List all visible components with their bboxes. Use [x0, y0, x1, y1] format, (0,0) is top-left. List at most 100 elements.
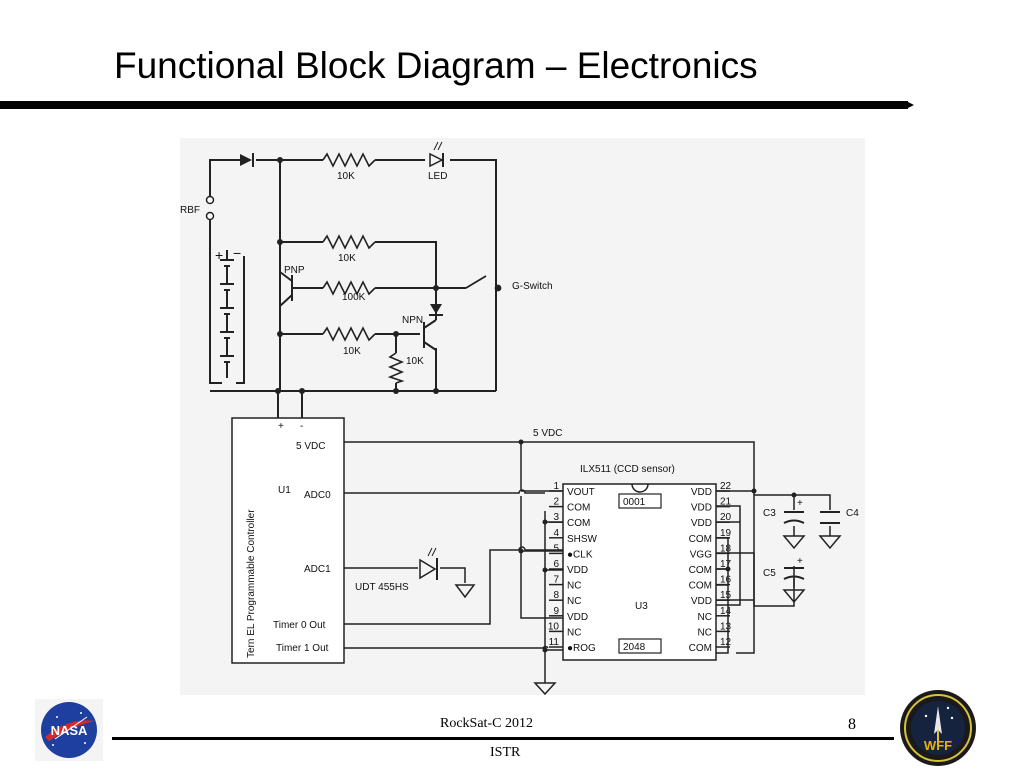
controller-pin-5vdc: 5 VDC	[296, 441, 325, 452]
ground-icon	[533, 682, 557, 695]
ccd-pin-number: 16	[720, 575, 732, 586]
wire	[754, 494, 831, 510]
capacitor-icon	[820, 511, 840, 524]
nasa-logo-text: NASA	[51, 723, 88, 738]
wire	[344, 489, 545, 494]
page-number: 8	[848, 716, 856, 733]
bus-5vdc-label: 5 VDC	[533, 428, 562, 439]
ccd-pin-name: VOUT	[567, 487, 595, 498]
ccd-ref: U3	[635, 601, 648, 612]
capacitor-label-c5: C5	[763, 568, 776, 579]
ccd-pin-number: 22	[720, 481, 732, 492]
resistor-icon	[322, 234, 376, 250]
controller-pin-timer1: Timer 1 Out	[276, 643, 329, 654]
led-label: LED	[428, 171, 447, 182]
resistor-icon	[387, 352, 405, 384]
footer-event: RockSat-C 2012	[440, 716, 533, 731]
battery-stack-icon	[220, 250, 234, 378]
ccd-pin-name: COM	[567, 518, 590, 529]
footer-divider	[112, 737, 894, 740]
ccd-pin-number: 14	[720, 606, 732, 617]
ccd-pin-name: SHSW	[567, 534, 598, 545]
title-underline-tip	[906, 101, 914, 109]
ccd-pin-name: NC	[698, 612, 712, 623]
controller-minus-label: -	[300, 421, 303, 432]
controller-pin-adc0: ADC0	[304, 490, 331, 501]
ccd-pin-number: 9	[553, 606, 559, 617]
rbf-contact-icon	[205, 211, 215, 221]
ccd-pin-name: NC	[567, 581, 581, 592]
resistor-label: 10K	[337, 171, 355, 182]
wire	[344, 441, 755, 654]
ccd-code-bottom: 2048	[623, 642, 646, 653]
ccd-pin-number: 15	[720, 590, 732, 601]
wire	[209, 248, 222, 384]
controller-name: Tern EL Programmable Controller	[246, 509, 257, 658]
resistor-icon	[322, 280, 376, 296]
ccd-pin-number: 7	[553, 575, 559, 586]
controller-pin-timer0: Timer 0 Out	[273, 620, 326, 631]
ccd-pin-name: ●ROG	[567, 643, 596, 654]
ccd-code-top: 0001	[623, 497, 646, 508]
ccd-pin-name: VDD	[691, 518, 712, 529]
battery-plus-label: +	[215, 247, 223, 263]
ccd-pin-number: 11	[549, 637, 560, 648]
rbf-label: RBF	[180, 205, 200, 216]
ccd-pin-number: 6	[553, 559, 559, 570]
power-switching-circuit	[209, 159, 498, 418]
ccd-pins: 1VOUT2COM3COM4SHSW5●CLK6VDD7NC8NC9VDD10N…	[548, 481, 732, 654]
resistor-label: 10K	[343, 346, 361, 357]
slide-title: Functional Block Diagram – Electronics	[114, 45, 758, 86]
npn-transistor-icon	[423, 319, 437, 351]
led-icon	[429, 141, 444, 168]
ccd-pin-name: VGG	[690, 549, 712, 560]
wire	[344, 546, 563, 625]
wire	[440, 567, 466, 583]
resistor-label: 100K	[342, 292, 366, 303]
controller-u1	[231, 417, 345, 664]
ccd-pin-number: 10	[548, 621, 560, 632]
ccd-pin-number: 12	[720, 637, 732, 648]
ccd-pin-number: 2	[553, 497, 559, 508]
ccd-pin-name: VDD	[567, 565, 588, 576]
ccd-pin-number: 17	[720, 559, 732, 570]
ccd-sensor-u3	[562, 483, 717, 661]
ccd-pin-number: 20	[720, 512, 732, 523]
junction-dots	[518, 439, 797, 653]
ccd-pin-number: 13	[720, 621, 732, 632]
diode-icon	[429, 304, 443, 316]
title-underline	[0, 101, 908, 109]
ccd-pin-name: COM	[567, 503, 590, 514]
resistor-label: 10K	[338, 253, 356, 264]
ccd-pin-name: NC	[567, 596, 581, 607]
capacitor-icon	[783, 567, 805, 580]
ground-icon	[782, 535, 806, 550]
ground-icon	[782, 589, 806, 604]
ccd-pin-number: 3	[553, 512, 559, 523]
controller-pin-adc1: ADC1	[304, 564, 331, 575]
wire	[450, 159, 497, 391]
ccd-pin-name: NC	[698, 627, 712, 638]
ccd-pin-name: ●CLK	[567, 549, 593, 560]
npn-label: NPN	[402, 315, 423, 326]
wff-logo: WFF	[900, 690, 976, 766]
wff-logo-text: WFF	[924, 738, 952, 753]
capacitor-plus: +	[797, 498, 803, 509]
capacitor-plus: +	[797, 556, 803, 567]
ccd-pin-name: COM	[689, 534, 712, 545]
photodiode-icon	[419, 547, 438, 580]
controller-ref: U1	[278, 485, 291, 496]
g-switch-label: G-Switch	[512, 281, 553, 292]
resistor-icon	[322, 152, 376, 168]
ccd-pin-number: 21	[720, 497, 732, 508]
g-switch-icon	[465, 275, 502, 292]
chip-code-box	[618, 493, 662, 509]
junction-dots	[275, 157, 439, 394]
ccd-pin-number: 1	[553, 481, 559, 492]
battery-minus-label: −	[233, 245, 241, 261]
ccd-pin-number: 19	[720, 528, 732, 539]
ccd-pin-name: VDD	[567, 612, 588, 623]
ccd-pin-number: 5	[553, 543, 559, 554]
resistor-label: 10K	[406, 356, 424, 367]
chip-code-box	[618, 638, 662, 654]
